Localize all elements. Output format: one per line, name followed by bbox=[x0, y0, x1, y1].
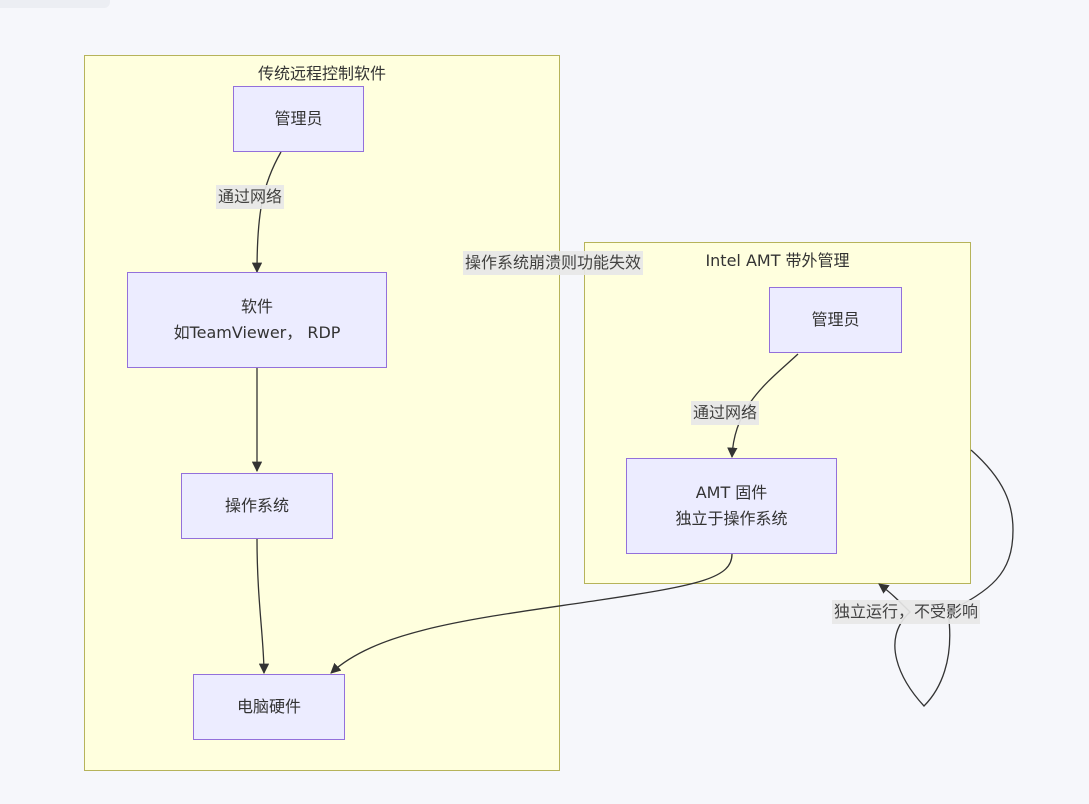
edge-firmware-to-hardware bbox=[330, 553, 733, 674]
edge-label-via-network-amt: 通过网络 bbox=[691, 401, 760, 425]
node-software-line1: 软件 bbox=[240, 297, 273, 316]
cluster-traditional-remote: 传统远程控制软件 bbox=[84, 55, 560, 771]
node-hardware-label: 电脑硬件 bbox=[236, 697, 301, 716]
node-amt-firmware-line2: 独立于操作系统 bbox=[675, 509, 788, 528]
top-bar-fragment bbox=[0, 0, 110, 8]
node-amt-firmware-line1: AMT 固件 bbox=[695, 483, 768, 502]
node-admin-traditional-label: 管理员 bbox=[274, 109, 323, 128]
edge-amt-self-loop bbox=[878, 449, 1014, 707]
edge-label-os-crash: 操作系统崩溃则功能失效 bbox=[463, 251, 644, 275]
node-software: 软件 如TeamViewer， RDP bbox=[127, 272, 387, 368]
node-operating-system: 操作系统 bbox=[181, 473, 333, 539]
edge-label-via-network-traditional: 通过网络 bbox=[216, 185, 285, 209]
node-os-label: 操作系统 bbox=[224, 496, 289, 515]
node-admin-amt: 管理员 bbox=[769, 287, 902, 353]
node-software-line2: 如TeamViewer， RDP bbox=[173, 323, 341, 342]
node-amt-firmware: AMT 固件 独立于操作系统 bbox=[626, 458, 837, 554]
node-admin-amt-label: 管理员 bbox=[811, 310, 860, 329]
node-computer-hardware: 电脑硬件 bbox=[193, 674, 345, 740]
edge-admin-amt-to-firmware bbox=[727, 353, 799, 459]
cluster-title-traditional: 传统远程控制软件 bbox=[257, 64, 386, 83]
edge-os-to-hardware bbox=[256, 538, 270, 675]
node-admin-traditional: 管理员 bbox=[233, 86, 364, 152]
edge-label-independent: 独立运行，不受影响 bbox=[832, 600, 981, 624]
cluster-title-amt: Intel AMT 带外管理 bbox=[705, 251, 850, 270]
edge-admin-to-software bbox=[251, 151, 282, 274]
